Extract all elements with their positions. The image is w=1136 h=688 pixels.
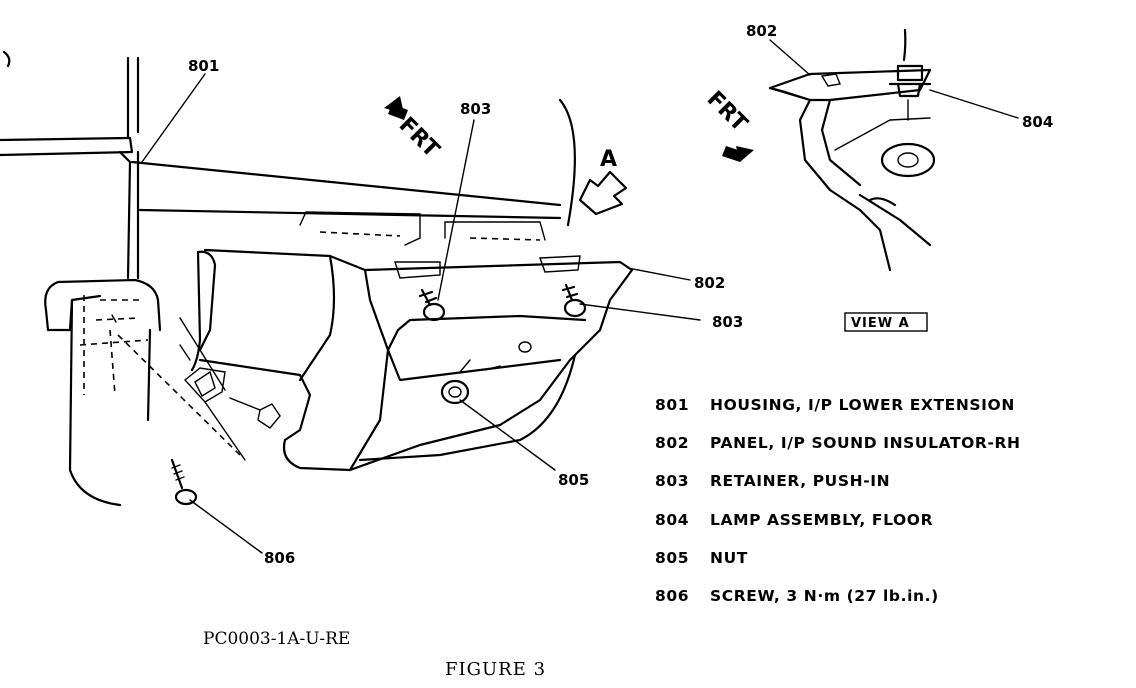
callout-801: 801 bbox=[188, 57, 219, 75]
legend-row: 802 PANEL, I/P SOUND INSULATOR-RH bbox=[655, 434, 1125, 472]
drawing-code: PC0003-1A-U-RE bbox=[203, 629, 351, 649]
legend-num: 806 bbox=[655, 586, 690, 605]
legend-desc: NUT bbox=[710, 548, 748, 567]
lower-extension-housing bbox=[0, 50, 576, 507]
legend-num: 804 bbox=[655, 510, 690, 529]
callout-802-main: 802 bbox=[694, 274, 725, 292]
legend-row: 806 SCREW, 3 N·m (27 lb.in.) bbox=[655, 587, 1125, 625]
leader-lines bbox=[141, 39, 1019, 554]
frt-arrow-main bbox=[384, 96, 408, 120]
view-a-arrow-label: A bbox=[600, 147, 617, 172]
screw bbox=[170, 458, 198, 506]
figure-caption: FIGURE 3 bbox=[445, 659, 547, 680]
legend-row: 804 LAMP ASSEMBLY, FLOOR bbox=[655, 511, 1125, 549]
parts-legend: 801 HOUSING, I/P LOWER EXTENSION 802 PAN… bbox=[655, 396, 1125, 625]
legend-desc: SCREW, 3 N·m (27 lb.in.) bbox=[710, 586, 939, 605]
frt-main-label: FRT bbox=[394, 113, 444, 163]
legend-desc: RETAINER, PUSH-IN bbox=[710, 472, 891, 491]
view-a-arrow bbox=[578, 170, 628, 216]
legend-num: 802 bbox=[655, 434, 690, 453]
push-in-retainer-left bbox=[418, 288, 446, 322]
legend-row: 801 HOUSING, I/P LOWER EXTENSION bbox=[655, 396, 1125, 434]
sound-insulator-panel bbox=[179, 211, 634, 472]
legend-num: 803 bbox=[655, 472, 690, 491]
callout-802-view: 802 bbox=[746, 22, 777, 40]
view-a-label: VIEW A bbox=[851, 316, 910, 331]
legend-row: 805 NUT bbox=[655, 549, 1125, 587]
legend-num: 801 bbox=[655, 396, 690, 414]
callout-805: 805 bbox=[558, 471, 589, 489]
legend-desc: PANEL, I/P SOUND INSULATOR-RH bbox=[710, 434, 1021, 453]
frt-arrow-view bbox=[722, 146, 754, 162]
frt-view-label: FRT bbox=[702, 87, 752, 137]
nut bbox=[440, 379, 470, 405]
callout-803-top: 803 bbox=[460, 100, 491, 118]
view-a-inset bbox=[768, 28, 936, 332]
push-in-retainer-right bbox=[561, 283, 587, 318]
legend-desc: LAMP ASSEMBLY, FLOOR bbox=[710, 510, 934, 529]
callout-803-right: 803 bbox=[712, 313, 743, 331]
legend-desc: HOUSING, I/P LOWER EXTENSION bbox=[710, 396, 1015, 414]
legend-num: 805 bbox=[655, 548, 690, 567]
legend-row: 803 RETAINER, PUSH-IN bbox=[655, 472, 1125, 510]
callout-804: 804 bbox=[1022, 113, 1053, 131]
callout-806: 806 bbox=[264, 549, 295, 567]
